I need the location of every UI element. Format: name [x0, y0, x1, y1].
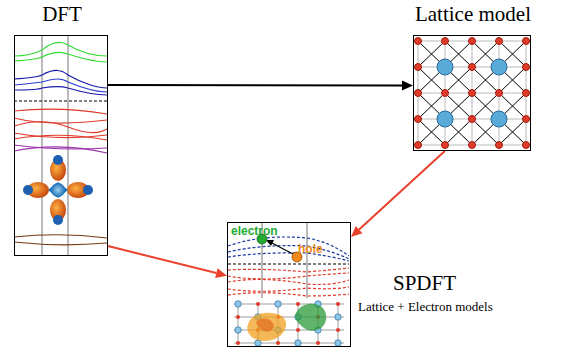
oxygen-atom [415, 116, 422, 123]
flow-arrow [108, 246, 216, 273]
metal-atom [491, 59, 507, 75]
metal-atom [255, 340, 261, 346]
oxygen-atom [469, 116, 476, 123]
lattice-stroke [238, 302, 239, 345]
lattice-stroke [234, 317, 344, 318]
oxygen-atom [276, 341, 280, 345]
metal-atom [335, 314, 341, 320]
oxygen-atom [336, 328, 340, 332]
lattice-stroke [472, 93, 526, 145]
oxygen-atom [496, 142, 503, 149]
oxygen-atom [469, 64, 476, 71]
carrier-label: electron [231, 224, 278, 238]
arrow-head [402, 80, 413, 90]
oxygen-atom [523, 38, 530, 45]
metal-atom [491, 111, 507, 127]
oxygen-atom [442, 90, 449, 97]
oxygen-atom [469, 142, 476, 149]
oxygen-atom [296, 328, 300, 332]
oxygen-atom [415, 90, 422, 97]
panel-title: SPDFT [393, 271, 456, 296]
oxygen-atom [496, 90, 503, 97]
oxygen-atom [523, 142, 530, 149]
lattice-stroke [418, 93, 472, 145]
metal-atom [235, 327, 241, 333]
lattice-panel: Lattice model [413, 35, 531, 151]
lattice-stroke [298, 302, 299, 345]
metal-atom [335, 340, 341, 346]
lattice-stroke [418, 41, 472, 93]
oxygen-atom [256, 302, 260, 306]
metal-atom [235, 301, 241, 307]
panel-title: DFT [42, 2, 82, 27]
lattice-stroke [472, 41, 526, 93]
lattice-stroke [338, 302, 339, 345]
oxygen-atom [236, 341, 240, 345]
lattice-stroke [472, 93, 526, 145]
lattice-stroke [472, 41, 526, 93]
lattice-stroke [418, 41, 472, 93]
oxygen-atom [496, 38, 503, 45]
lattice-stroke [472, 93, 526, 145]
dft-panel: DFT [14, 35, 108, 256]
oxygen-atom [469, 90, 476, 97]
oxygen-atom [296, 302, 300, 306]
oxygen-atom [469, 38, 476, 45]
metal-atom [437, 111, 453, 127]
flow-arrow [108, 84, 402, 86]
metal-atom [295, 340, 301, 346]
oxygen-atom [442, 38, 449, 45]
oxygen-atom [316, 341, 320, 345]
metal-atom [437, 59, 453, 75]
panel-title: Lattice model [415, 2, 531, 27]
oxygen-atom [415, 38, 422, 45]
arrow-head [215, 268, 227, 278]
lattice-stroke [418, 93, 472, 145]
flow-arrow [359, 151, 445, 230]
lattice-stroke [418, 41, 472, 93]
lattice-stroke [234, 304, 344, 305]
oxygen-atom [523, 64, 530, 71]
carrier-label: hole [298, 242, 323, 256]
oxygen-atom [442, 142, 449, 149]
lattice-stroke [418, 93, 472, 145]
oxygen-atom [523, 116, 530, 123]
oxygen-atom [523, 90, 530, 97]
oxygen-atom [336, 302, 340, 306]
oxygen-atom [236, 315, 240, 319]
oxygen-atom [415, 142, 422, 149]
lattice-stroke [234, 343, 344, 344]
lattice-stroke [472, 41, 526, 93]
spdft-panel: SPDFTLattice + Electron modelselectronho… [227, 222, 351, 347]
panel-subtitle: Lattice + Electron models [358, 299, 493, 315]
oxygen-atom [415, 64, 422, 71]
metal-atom [275, 301, 281, 307]
